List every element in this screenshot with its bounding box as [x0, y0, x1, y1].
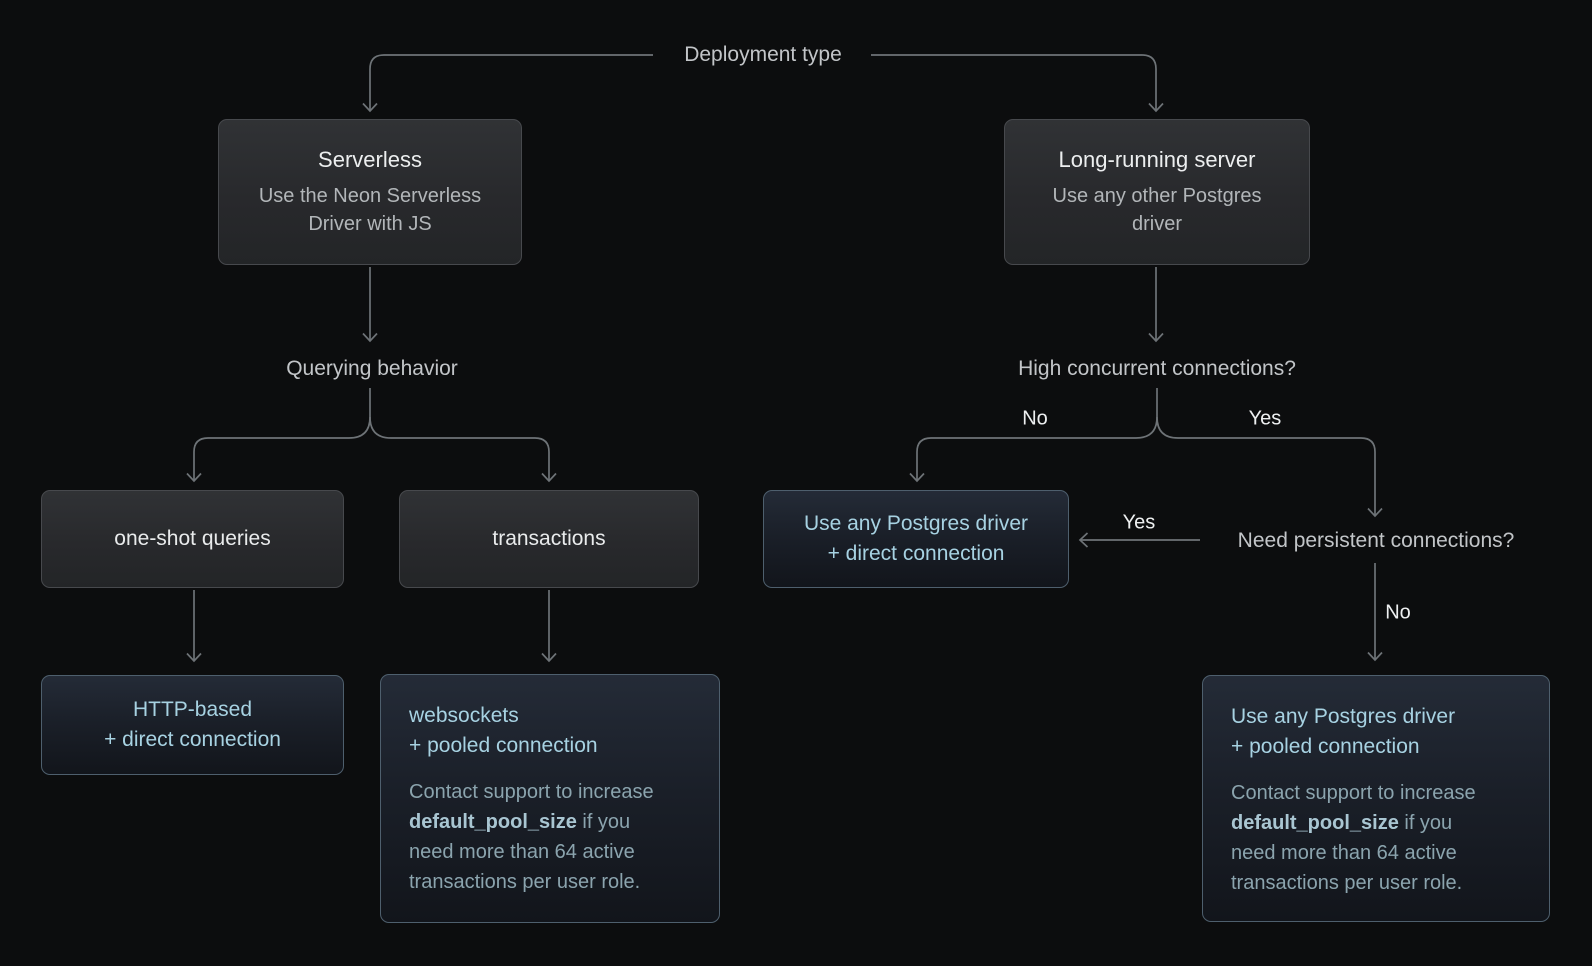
node-any-driver-pooled-note: Contact support to increase default_pool…	[1231, 778, 1497, 898]
edge-label-no-need-persistent: No	[1385, 601, 1411, 624]
node-one-shot-queries: one-shot queries	[41, 490, 344, 588]
edge-querying-to-transactions	[369, 416, 557, 483]
note-text: Contact support to increase	[1231, 782, 1476, 804]
node-transactions-title: transactions	[492, 527, 606, 550]
label-need-persistent-connections: Need persistent connections?	[1237, 529, 1515, 552]
edge-deployment-to-long-running	[871, 54, 1164, 113]
node-websockets-pooled-line1: websockets	[409, 704, 519, 727]
edge-querying-to-one-shot	[186, 416, 371, 483]
node-long-running-server: Long-running server Use any other Postgr…	[1004, 119, 1310, 265]
label-querying-behavior: Querying behavior	[286, 357, 458, 380]
node-http-direct-connection: HTTP-based + direct connection	[41, 675, 344, 775]
node-any-driver-pooled-line2: + pooled connection	[1231, 735, 1420, 758]
note-text: Contact support to increase	[409, 781, 654, 803]
node-serverless: Serverless Use the Neon Serverless Drive…	[218, 119, 522, 265]
label-deployment-type: Deployment type	[684, 43, 842, 66]
node-http-direct-line1: HTTP-based	[132, 698, 253, 721]
node-long-running-title: Long-running server	[1058, 146, 1256, 172]
note-text: if you need more than 64 active transact…	[409, 811, 641, 893]
node-any-driver-pooled-connection: Use any Postgres driver + pooled connect…	[1202, 675, 1550, 922]
node-serverless-title: Serverless	[318, 146, 422, 172]
note-code-default-pool-size: default_pool_size	[409, 811, 577, 833]
edge-label-yes-need-persistent: Yes	[1122, 511, 1156, 534]
node-transactions: transactions	[399, 490, 699, 588]
node-any-driver-direct-line2: + direct connection	[827, 542, 1005, 565]
edge-high-concurrent-yes	[1156, 416, 1383, 518]
node-any-driver-direct-connection: Use any Postgres driver + direct connect…	[763, 490, 1069, 588]
edge-label-no-high-concurrent: No	[1022, 407, 1048, 430]
node-any-driver-direct-line1: Use any Postgres driver	[803, 512, 1029, 535]
note-text: if you need more than 64 active transact…	[1231, 812, 1463, 894]
node-websockets-pooled-connection: websockets + pooled connection Contact s…	[380, 674, 720, 923]
node-websockets-pooled-line2: + pooled connection	[409, 734, 598, 757]
node-any-driver-pooled-line1: Use any Postgres driver	[1231, 705, 1456, 728]
edge-high-concurrent-no	[909, 416, 1158, 483]
edge-label-yes-high-concurrent: Yes	[1248, 407, 1282, 430]
node-long-running-subtitle: Use any other Postgres driver	[1052, 184, 1262, 235]
note-code-default-pool-size: default_pool_size	[1231, 812, 1399, 834]
node-serverless-subtitle: Use the Neon Serverless Driver with JS	[258, 184, 482, 235]
edge-deployment-to-serverless	[362, 54, 653, 113]
label-high-concurrent-connections: High concurrent connections?	[1018, 357, 1296, 380]
node-http-direct-line2: + direct connection	[104, 728, 281, 751]
node-websockets-pooled-note: Contact support to increase default_pool…	[409, 777, 675, 897]
node-one-shot-queries-title: one-shot queries	[114, 527, 271, 550]
